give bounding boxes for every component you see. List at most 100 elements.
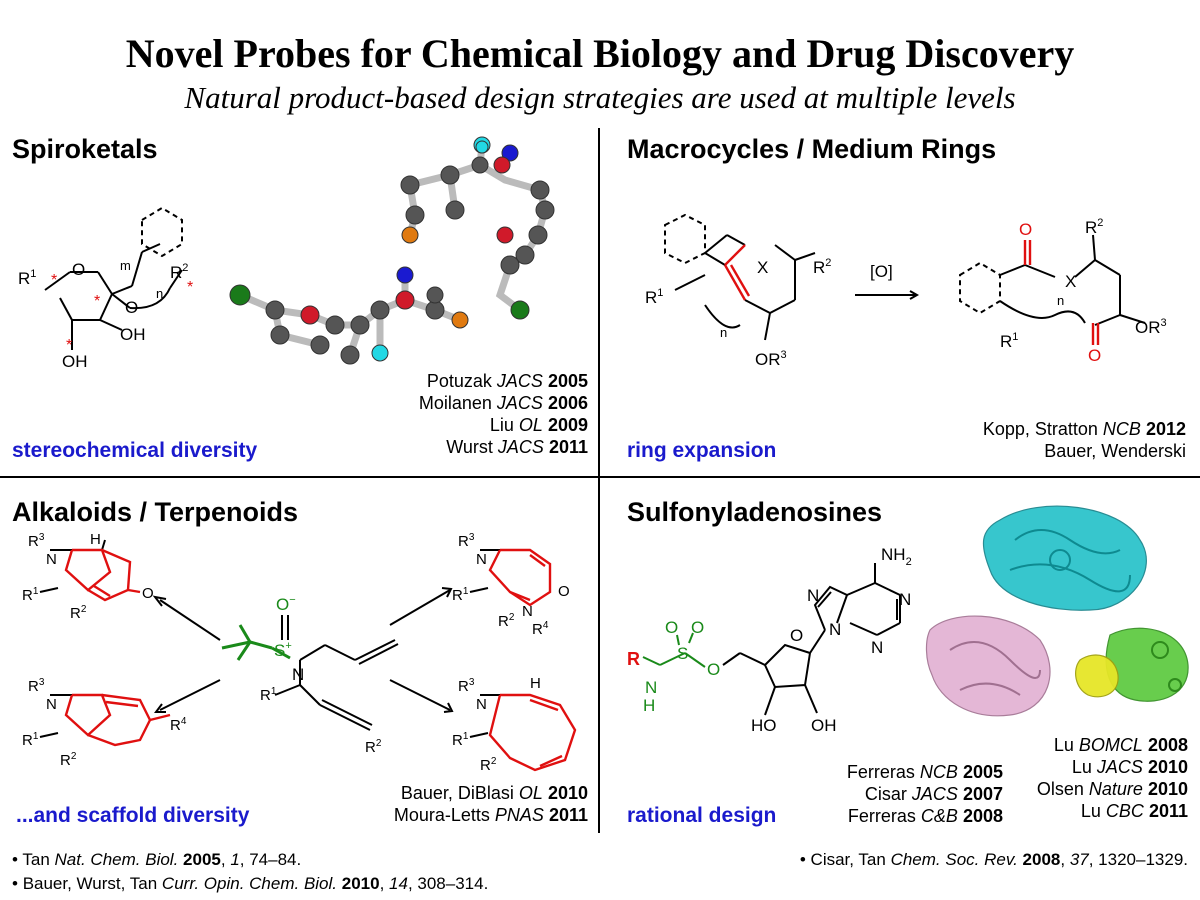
svg-text:OR3: OR3	[755, 349, 787, 369]
ring-expansion-scheme: X R2 R1 n OR3 X R2 OR3 R1 n O O [O]	[645, 213, 1167, 369]
protein-cyan	[982, 505, 1147, 611]
sulfonyladenosine-structure: NH2 O HO OH N N N N N H S O O O R	[627, 545, 912, 735]
svg-text:R1: R1	[645, 287, 663, 307]
svg-text:N: N	[46, 696, 57, 713]
refs-sulfonyl-left: Ferreras NCB 2005 Cisar JACS 2007 Ferrer…	[847, 761, 1003, 827]
protein-pink	[925, 615, 1051, 717]
svg-text:R2: R2	[365, 738, 382, 756]
svg-text:O: O	[1088, 346, 1101, 365]
svg-text:N: N	[46, 551, 57, 568]
ref-line: Moilanen JACS 2006	[418, 393, 588, 413]
svg-text:O: O	[72, 260, 85, 279]
svg-text:R1: R1	[1000, 331, 1018, 351]
spiroketal-structure: R1 O O OH OH m n R2 * * * *	[18, 206, 193, 371]
footer-citation-1: • Tan Nat. Chem. Biol. 2005, 1, 74–84.	[12, 850, 302, 869]
spiroketal-3d-models	[229, 136, 555, 365]
svg-text:R2: R2	[70, 604, 87, 622]
tag-scaffold-diversity: ...and scaffold diversity	[16, 804, 250, 827]
svg-text:R2: R2	[813, 257, 831, 277]
svg-text:*: *	[66, 337, 72, 354]
svg-text:O: O	[558, 583, 570, 600]
svg-text:n: n	[156, 286, 163, 301]
svg-text:OH: OH	[120, 325, 146, 344]
svg-text:R4: R4	[532, 620, 549, 638]
ref-line: Ferreras C&B 2008	[847, 806, 1003, 826]
horizontal-divider	[0, 476, 1200, 478]
svg-text:R1: R1	[22, 586, 39, 604]
svg-text:R3: R3	[458, 532, 475, 550]
svg-text:N: N	[476, 696, 487, 713]
ref-line: Potuzak JACS 2005	[426, 371, 588, 391]
refs-macrocycles: Kopp, Stratton NCB 2012 Bauer, Wenderski	[983, 418, 1186, 462]
svg-text:N: N	[522, 603, 533, 620]
svg-text:*: *	[187, 279, 193, 296]
ref-line: Cisar JACS 2007	[864, 784, 1003, 804]
svg-text:NH2: NH2	[881, 545, 912, 568]
svg-text:O−: O−	[276, 594, 296, 614]
svg-text:O: O	[790, 626, 803, 645]
tag-stereochemical-diversity: stereochemical diversity	[12, 439, 258, 462]
ref-line: Ferreras NCB 2005	[846, 762, 1003, 782]
svg-text:R1: R1	[452, 731, 469, 749]
svg-text:H: H	[90, 531, 101, 548]
slide-title: Novel Probes for Chemical Biology and Dr…	[125, 31, 1075, 76]
svg-text:R3: R3	[28, 677, 45, 695]
panel-title-sulfonyladenosines: Sulfonyladenosines	[627, 497, 883, 527]
svg-text:n: n	[720, 325, 727, 340]
svg-text:R2: R2	[480, 756, 497, 774]
svg-text:X: X	[1065, 272, 1076, 291]
ref-line: Wurst JACS 2011	[446, 437, 588, 457]
panel-title-macrocycles: Macrocycles / Medium Rings	[627, 134, 997, 164]
svg-text:R2: R2	[170, 262, 188, 282]
svg-text:R1: R1	[18, 268, 36, 288]
protein-structures	[925, 505, 1189, 717]
svg-text:N: N	[645, 678, 657, 697]
svg-text:R1: R1	[22, 731, 39, 749]
ref-line: Bauer, DiBlasi OL 2010	[400, 783, 588, 803]
svg-text:N: N	[476, 551, 487, 568]
scaffold-diversity-scheme: R3 N H R1 R2 O R3 N R1 R2 N R4 O R3 N R1…	[22, 531, 577, 774]
panel-title-spiroketals: Spiroketals	[12, 134, 158, 164]
svg-text:n: n	[1057, 293, 1064, 308]
ref-line: Lu JACS 2010	[1071, 757, 1188, 777]
svg-text:X: X	[757, 258, 768, 277]
ref-line: Olsen Nature 2010	[1036, 779, 1188, 799]
svg-text:N: N	[292, 665, 304, 684]
svg-text:O: O	[142, 585, 154, 602]
reagent-label: [O]	[870, 262, 893, 281]
svg-text:R2: R2	[1085, 217, 1103, 237]
tag-rational-design: rational design	[627, 804, 777, 827]
svg-text:H: H	[530, 675, 541, 692]
svg-text:H: H	[643, 696, 655, 715]
svg-text:R4: R4	[170, 716, 187, 734]
protein-yellow	[1074, 654, 1119, 698]
svg-text:R1: R1	[260, 686, 277, 704]
svg-text:O: O	[1019, 220, 1032, 239]
svg-text:m: m	[120, 258, 131, 273]
refs-sulfonyl-right: Lu BOMCL 2008 Lu JACS 2010 Olsen Nature …	[1037, 734, 1188, 822]
svg-text:N: N	[829, 620, 841, 639]
svg-text:R3: R3	[28, 532, 45, 550]
refs-alkaloids: Bauer, DiBlasi OL 2010 Moura-Letts PNAS …	[394, 782, 588, 826]
tag-ring-expansion: ring expansion	[627, 439, 777, 462]
svg-text:R2: R2	[60, 751, 77, 769]
slide-subtitle: Natural product-based design strategies …	[184, 80, 1016, 115]
ref-line: Moura-Letts PNAS 2011	[393, 805, 588, 825]
svg-text:HO: HO	[751, 716, 777, 735]
svg-text:N: N	[807, 586, 819, 605]
svg-text:O: O	[125, 298, 138, 317]
svg-text:*: *	[94, 293, 100, 310]
ref-line: Kopp, Stratton NCB 2012	[982, 419, 1186, 439]
svg-text:OR3: OR3	[1135, 317, 1167, 337]
panel-title-alkaloids: Alkaloids / Terpenoids	[12, 497, 299, 527]
svg-text:O: O	[665, 618, 678, 637]
svg-text:*: *	[51, 272, 57, 289]
vertical-divider	[598, 128, 600, 833]
svg-text:N: N	[899, 590, 911, 609]
svg-text:R2: R2	[498, 612, 515, 630]
ref-line: Bauer, Wenderski	[1044, 441, 1186, 461]
ref-line: Liu OL 2009	[489, 415, 588, 435]
footer-citation-2: • Bauer, Wurst, Tan Curr. Opin. Chem. Bi…	[12, 874, 489, 893]
refs-spiroketals: Potuzak JACS 2005 Moilanen JACS 2006 Liu…	[419, 370, 588, 458]
svg-text:OH: OH	[62, 352, 88, 371]
